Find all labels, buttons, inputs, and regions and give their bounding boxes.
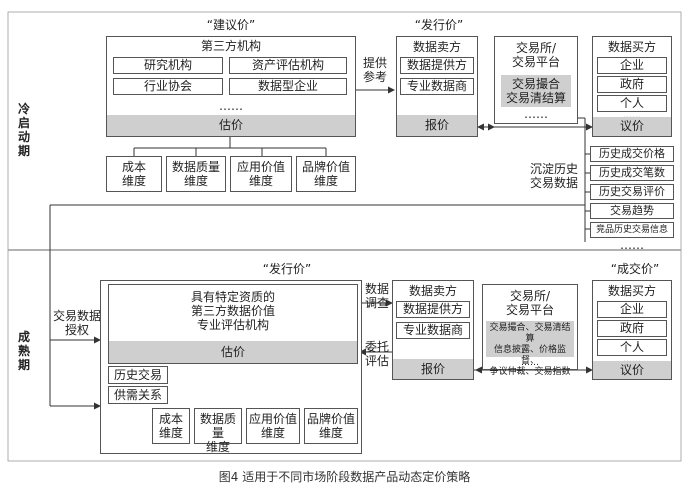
- cold-period-label: 冷启动期: [17, 102, 30, 158]
- history-review: 历史交易评价: [590, 184, 674, 200]
- cold-seller-provider: 数据提供方: [400, 57, 474, 74]
- mature-exchange-title: 交易所/ 交易平台: [505, 289, 554, 317]
- org-data-enterprise: 数据型企业: [229, 78, 347, 95]
- history-trend: 交易趋势: [590, 203, 674, 219]
- mature-negotiate-bar: 议价: [593, 361, 671, 379]
- deal-price-label: “成交价”: [610, 262, 660, 276]
- mature-seller-merchant: 专业数据商: [396, 322, 470, 339]
- cold-issue-price-label: “发行价”: [414, 18, 464, 32]
- mature-dim-quality: 数据质量 维度: [194, 408, 242, 454]
- mature-valuation-bar: 估价: [109, 341, 357, 363]
- mature-buyer-enterprise: 企业: [597, 301, 667, 318]
- cold-exchange-title: 交易所/ 交易平台: [511, 41, 560, 69]
- mature-buyer-title: 数据买方: [607, 284, 656, 298]
- mature-buyer-box: 数据买方 企业 政府 个人 …… 议价: [592, 280, 672, 380]
- org-research: 研究机构: [113, 57, 223, 74]
- history-competitor: 竞品历史交易信息: [590, 222, 674, 238]
- entrust-eval-label: 委托 评估: [364, 340, 389, 368]
- cold-exchange-ellipsis: ……: [524, 107, 548, 121]
- cold-valuation-bar: 估价: [107, 115, 355, 136]
- mature-quote-bar: 报价: [393, 359, 473, 379]
- mature-buyer-individual: 个人: [597, 339, 667, 356]
- mature-period-label: 成熟期: [17, 330, 30, 372]
- cold-buyer-government: 政府: [597, 76, 667, 93]
- provide-reference-label: 提供 参考: [362, 56, 387, 84]
- mature-buyer-ellipsis: ……: [623, 355, 641, 365]
- mature-seller-title: 数据卖方: [408, 284, 457, 298]
- cold-dim-application: 应用价值 维度: [230, 156, 292, 192]
- cold-dim-quality: 数据质量 维度: [166, 156, 226, 192]
- mature-exchange-items: 交易撮合、交易清结算 信息披露、价格监督、 争议仲裁、交易指数: [486, 321, 574, 377]
- cold-seller-title: 数据卖方: [412, 40, 461, 54]
- figure-caption: 图4 适用于不同市场阶段数据产品动态定价策略: [218, 470, 471, 484]
- data-survey-label: 数据 调查: [364, 282, 389, 310]
- cold-buyer-box: 数据买方 企业 政府 个人 …… 议价: [592, 36, 672, 137]
- mature-seller-box: 数据卖方 数据提供方 专业数据商 报价: [392, 280, 474, 380]
- mature-buyer-government: 政府: [597, 320, 667, 337]
- agency-title: 具有特定资质的 第三方数据价值 专业评估机构: [190, 290, 275, 332]
- cold-seller-box: 数据卖方 数据提供方 专业数据商 报价: [396, 36, 478, 137]
- mature-dim-application: 应用价值 维度: [246, 408, 300, 444]
- mature-exchange-box: 交易所/ 交易平台 交易撮合、交易清结算 信息披露、价格监督、 争议仲裁、交易指…: [482, 284, 578, 377]
- mature-seller-provider: 数据提供方: [396, 301, 470, 318]
- mature-dim-brand: 品牌价值 维度: [304, 408, 358, 444]
- cold-seller-merchant: 专业数据商: [400, 78, 474, 95]
- mature-agency-box: 具有特定资质的 第三方数据价值 专业评估机构 估价: [108, 284, 358, 364]
- history-price: 历史成交价格: [590, 146, 674, 162]
- mature-issue-price-label: “发行价”: [262, 262, 312, 276]
- side-history-trade: 历史交易: [108, 366, 168, 384]
- cold-dim-brand: 品牌价值 维度: [296, 156, 356, 192]
- cold-dim-cost: 成本 维度: [106, 156, 162, 192]
- history-count: 历史成交笔数: [590, 165, 674, 181]
- org-asset-eval: 资产评估机构: [229, 57, 347, 74]
- cold-buyer-individual: 个人: [597, 95, 667, 112]
- mature-dim-cost: 成本 维度: [152, 408, 190, 444]
- org-industry-assoc: 行业协会: [113, 78, 223, 95]
- third-party-title: 第三方机构: [200, 39, 261, 53]
- third-party-ellipsis: ……: [219, 99, 243, 113]
- cold-suggest-price-label: “建议价”: [206, 18, 256, 32]
- side-supply-demand: 供需关系: [108, 386, 168, 404]
- cold-exchange-items: 交易撮合 交易清结算: [501, 75, 571, 107]
- accumulate-history-label: 沉淀历史 交易数据: [529, 162, 578, 190]
- cold-negotiate-bar: 议价: [593, 117, 671, 136]
- cold-buyer-ellipsis: ……: [623, 111, 641, 121]
- cold-third-party-box: 第三方机构 研究机构 资产评估机构 行业协会 数据型企业 …… 估价: [106, 36, 356, 137]
- cold-buyer-enterprise: 企业: [597, 57, 667, 74]
- history-ellipsis: ……: [620, 238, 644, 252]
- mature-exchange-ellipsis: ……: [521, 358, 539, 368]
- data-auth-label: 交易数据 授权: [52, 309, 101, 337]
- cold-exchange-box: 交易所/ 交易平台 交易撮合 交易清结算 ……: [494, 36, 578, 124]
- cold-quote-bar: 报价: [397, 115, 477, 136]
- cold-buyer-title: 数据买方: [607, 40, 656, 54]
